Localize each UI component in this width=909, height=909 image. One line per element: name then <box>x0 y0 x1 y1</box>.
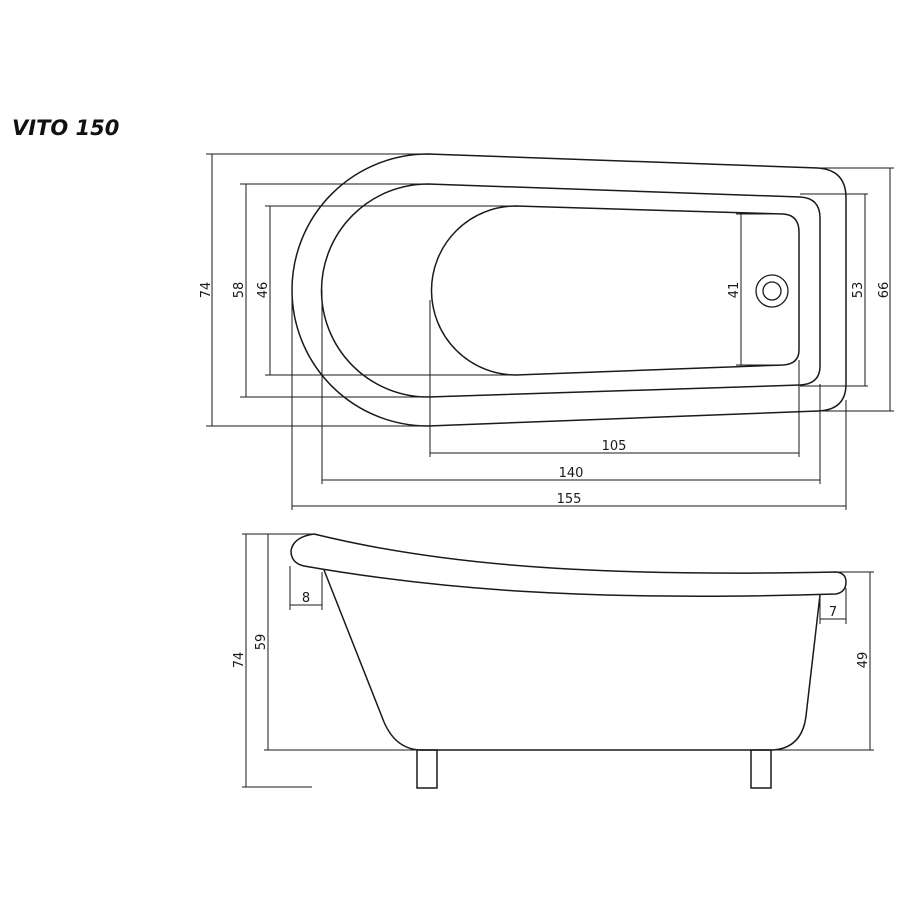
dim-overall-width: 74 <box>199 282 214 299</box>
inner-rim-outline <box>320 183 821 398</box>
tub-body <box>323 569 821 751</box>
dim-bottom-width: 46 <box>256 282 271 299</box>
dim-inner-length: 140 <box>559 466 584 481</box>
rim-profile <box>290 533 847 598</box>
dim-inner-width: 58 <box>232 282 247 299</box>
foot-right <box>750 749 772 789</box>
dim-head-overhang: 8 <box>302 591 310 606</box>
dim-foot-outer-width: 66 <box>877 282 892 299</box>
model-title: VITO 150 <box>12 116 119 140</box>
dim-bottom-length: 105 <box>602 439 627 454</box>
dim-foot-inner-width: 53 <box>851 282 866 299</box>
dim-foot-overhang: 7 <box>829 605 837 620</box>
basin-bottom-outline <box>430 205 800 376</box>
dim-overall-length: 155 <box>557 492 582 507</box>
drain-icon <box>755 274 789 308</box>
top-view: 74 58 46 41 53 66 105 140 155 <box>199 153 894 510</box>
dim-inner-height: 59 <box>254 634 269 651</box>
dim-foot-height: 49 <box>856 652 871 669</box>
dim-total-height: 74 <box>232 652 247 669</box>
foot-left <box>416 749 438 789</box>
outer-rim-outline <box>291 153 847 427</box>
dim-drain-width: 41 <box>727 282 742 299</box>
side-view: 74 59 49 8 7 <box>232 533 874 789</box>
